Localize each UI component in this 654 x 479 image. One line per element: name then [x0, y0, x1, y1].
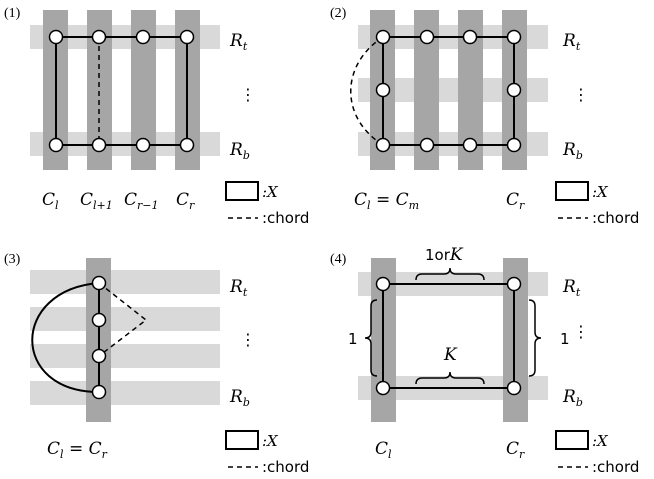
node — [48, 29, 64, 45]
cycle-x — [382, 283, 515, 389]
row-label-bottom: Rb — [562, 387, 583, 409]
chord-line — [98, 282, 148, 357]
node — [506, 82, 522, 98]
bottom-brace-label: K — [443, 345, 458, 365]
node — [91, 137, 107, 153]
left-brace — [364, 299, 378, 377]
legend-chord-label: :chord — [592, 458, 639, 476]
top-brace — [415, 267, 485, 281]
row-band — [30, 344, 220, 368]
node — [135, 137, 151, 153]
node — [375, 380, 391, 396]
panel-3: (3) Rt ⋮ Rb Cl = Cr :X :chord — [4, 252, 309, 476]
row-ellipsis: ⋮ — [240, 330, 256, 349]
panel-4: (4) 1orK K 1 1 Rt ⋮ Rb Cl Cr :X :chord — [330, 245, 639, 476]
legend-x-box — [555, 181, 589, 201]
col-label: Cr−1 — [124, 190, 159, 212]
legend-x-label: :X — [262, 432, 279, 450]
row-ellipsis: ⋮ — [240, 85, 256, 104]
panel-3-number: (3) — [4, 252, 21, 267]
col-label: Cr — [176, 190, 195, 212]
right-brace-label: 1 — [560, 330, 570, 348]
col-label-right: Cr — [506, 190, 525, 212]
panel-1: (1) Rt ⋮ Rb Cl Cl+1 Cr−1 Cr :X :chord — [4, 6, 309, 227]
legend-x-label: :X — [262, 183, 279, 201]
row-band — [30, 270, 220, 294]
nodes — [375, 276, 522, 396]
node — [91, 348, 107, 364]
row-label-top: Rt — [562, 277, 581, 299]
row-label-bottom: Rb — [562, 140, 583, 162]
panel-4-number: (4) — [330, 252, 347, 267]
legend-x-label: :X — [592, 183, 609, 201]
col-label-right: Cr — [506, 439, 525, 461]
row-label-top: Rt — [229, 31, 248, 53]
node — [91, 384, 107, 400]
nodes — [48, 29, 195, 153]
col-label: Cl+1 — [80, 190, 113, 212]
node — [506, 29, 522, 45]
node — [506, 380, 522, 396]
legend-chord-label: :chord — [262, 458, 309, 476]
legend-x-box — [225, 430, 259, 450]
row-label-bottom: Rb — [229, 387, 250, 409]
top-brace-label: 1orK — [425, 245, 464, 265]
right-brace — [528, 299, 542, 377]
node — [375, 137, 391, 153]
node — [179, 29, 195, 45]
node — [506, 276, 522, 292]
node — [179, 137, 195, 153]
node — [462, 29, 478, 45]
node — [48, 137, 64, 153]
row-label-top: Rt — [562, 31, 581, 53]
cycle-x — [31, 282, 100, 393]
node — [462, 137, 478, 153]
node — [506, 137, 522, 153]
node — [91, 312, 107, 328]
col-label: Cl — [42, 190, 59, 212]
left-brace-label: 1 — [348, 330, 358, 348]
node — [375, 82, 391, 98]
row-label-top: Rt — [229, 277, 248, 299]
panel-2-number: (2) — [330, 6, 347, 21]
col-label: Cl = Cr — [47, 439, 108, 461]
row-ellipsis: ⋮ — [573, 85, 589, 104]
node — [375, 276, 391, 292]
panel-1-number: (1) — [4, 6, 21, 21]
node — [419, 137, 435, 153]
legend-x-box — [555, 430, 589, 450]
row-band — [30, 307, 220, 331]
row-band — [30, 381, 220, 405]
nodes — [91, 275, 107, 400]
cycle-x — [55, 36, 188, 146]
legend-x-box — [225, 181, 259, 201]
node — [419, 29, 435, 45]
row-label-bottom: Rb — [229, 140, 250, 162]
node — [135, 29, 151, 45]
node — [375, 29, 391, 45]
bottom-brace — [415, 371, 485, 385]
legend-chord-label: :chord — [592, 209, 639, 227]
node — [91, 29, 107, 45]
chord-line — [350, 36, 384, 146]
row-ellipsis: ⋮ — [573, 322, 589, 341]
legend-x-label: :X — [592, 432, 609, 450]
nodes — [375, 29, 522, 153]
legend-chord-label: :chord — [262, 209, 309, 227]
panel-2: (2) Rt ⋮ Rb Cl = Cm Cr :X :chord — [330, 6, 639, 227]
node — [91, 275, 107, 291]
col-label-left: Cl — [375, 439, 392, 461]
col-label-left: Cl = Cm — [354, 190, 419, 212]
